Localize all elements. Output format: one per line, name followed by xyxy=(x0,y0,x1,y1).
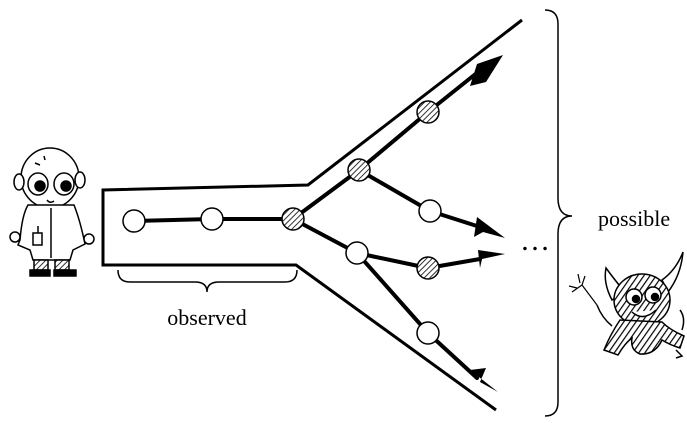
node-upper-branch xyxy=(347,158,371,182)
node-lower-branch xyxy=(345,241,369,265)
observed-path xyxy=(132,217,295,223)
observed-label: observed xyxy=(167,305,246,330)
arrowhead-4 xyxy=(470,368,498,392)
node-lower-mid xyxy=(416,256,440,280)
observed-brace xyxy=(117,269,298,293)
observation-tube-outline xyxy=(101,18,523,412)
path-nodes xyxy=(122,100,442,345)
arrowhead-3 xyxy=(478,250,505,268)
arrowhead-2 xyxy=(474,217,505,238)
possible-brace xyxy=(544,9,573,417)
demon-figure xyxy=(568,251,685,359)
ellipsis-label: … xyxy=(520,224,550,257)
node-observed-2 xyxy=(200,207,224,231)
node-lower-bottom xyxy=(416,321,440,345)
node-upper-mid xyxy=(418,199,442,223)
node-observed-1 xyxy=(122,209,146,233)
node-branch-point xyxy=(281,207,305,231)
arrowhead-1 xyxy=(470,55,503,86)
possible-label: possible xyxy=(598,206,670,231)
scientist-figure xyxy=(9,147,95,277)
node-upper-top xyxy=(416,100,440,124)
branch-arrowheads xyxy=(470,55,505,392)
